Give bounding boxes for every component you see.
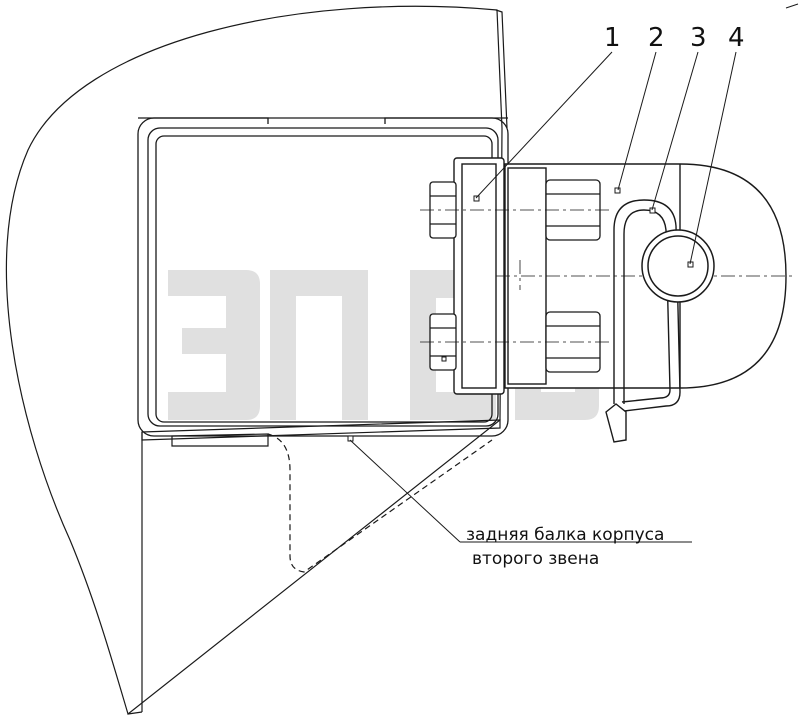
caption-line-1: задняя балка корпуса	[466, 525, 664, 545]
rear-beam	[127, 419, 501, 715]
corner-mark	[785, 3, 799, 9]
mounting-plate	[453, 157, 505, 395]
callout-3: 3	[690, 23, 707, 53]
pin	[641, 229, 715, 303]
leader-lines	[349, 51, 737, 543]
marker-dots	[347, 187, 694, 442]
housing-contour	[5, 5, 508, 716]
callout-4: 4	[728, 23, 745, 53]
spring-clip	[605, 199, 681, 443]
caption-line-2: второго звена	[472, 549, 599, 569]
bolt-axis-lines	[420, 209, 795, 343]
callout-2: 2	[648, 23, 665, 53]
callout-1: 1	[604, 23, 621, 53]
